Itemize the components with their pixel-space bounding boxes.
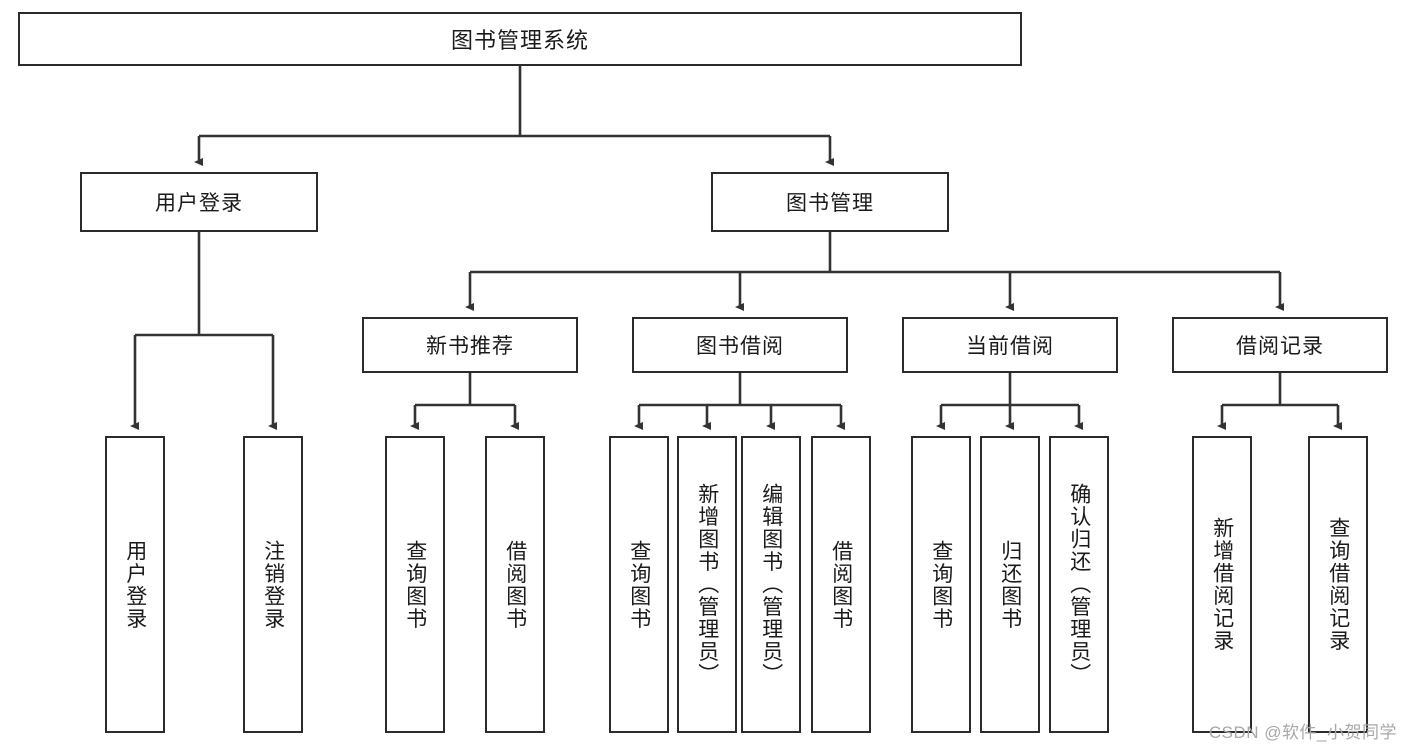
node-borrow-record-label: 借阅记录 bbox=[1236, 335, 1324, 358]
leaf-borrow-book-2-label: 借阅图书 bbox=[829, 539, 853, 630]
leaf-borrow-book-1[interactable]: 借阅图书 bbox=[485, 436, 545, 733]
leaf-query-book-3[interactable]: 查询图书 bbox=[911, 436, 971, 733]
leaf-return-book-label: 归还图书 bbox=[998, 539, 1022, 630]
leaf-add-book[interactable]: 新增图书（管理员） bbox=[677, 436, 737, 733]
leaf-query-record[interactable]: 查询借阅记录 bbox=[1308, 436, 1368, 733]
node-root-book-management-system[interactable]: 图书管理系统 bbox=[18, 12, 1022, 66]
leaf-query-book-3-label: 查询图书 bbox=[929, 539, 953, 630]
watermark-text: CSDN @软件_小贺同学 bbox=[1208, 723, 1397, 742]
leaf-add-record[interactable]: 新增借阅记录 bbox=[1192, 436, 1252, 733]
node-user-login-label: 用户登录 bbox=[155, 192, 243, 215]
node-book-management[interactable]: 图书管理 bbox=[711, 172, 949, 232]
leaf-query-book-1-label: 查询图书 bbox=[403, 539, 427, 630]
leaf-edit-book[interactable]: 编辑图书（管理员） bbox=[741, 436, 801, 733]
leaf-user-login-label: 用户登录 bbox=[123, 539, 147, 630]
leaf-add-book-label: 新增图书（管理员） bbox=[695, 483, 719, 686]
node-user-login[interactable]: 用户登录 bbox=[80, 172, 318, 232]
leaf-borrow-book-1-label: 借阅图书 bbox=[503, 539, 527, 630]
leaf-borrow-book-2[interactable]: 借阅图书 bbox=[811, 436, 871, 733]
node-new-book-recommend-label: 新书推荐 bbox=[426, 335, 514, 358]
node-root-label: 图书管理系统 bbox=[450, 28, 589, 53]
leaf-edit-book-label: 编辑图书（管理员） bbox=[759, 483, 783, 686]
leaf-query-book-2[interactable]: 查询图书 bbox=[609, 436, 669, 733]
leaf-add-record-label: 新增借阅记录 bbox=[1210, 517, 1234, 652]
node-borrow-record[interactable]: 借阅记录 bbox=[1172, 317, 1388, 373]
leaf-logout-login-label: 注销登录 bbox=[261, 539, 285, 630]
node-book-borrow-label: 图书借阅 bbox=[696, 335, 784, 358]
leaf-return-book[interactable]: 归还图书 bbox=[980, 436, 1040, 733]
node-new-book-recommend[interactable]: 新书推荐 bbox=[362, 317, 578, 373]
leaf-user-login[interactable]: 用户登录 bbox=[105, 436, 165, 733]
leaf-query-record-label: 查询借阅记录 bbox=[1326, 517, 1350, 652]
node-book-borrow[interactable]: 图书借阅 bbox=[632, 317, 848, 373]
leaf-confirm-return[interactable]: 确认归还（管理员） bbox=[1049, 436, 1109, 733]
node-current-borrow-label: 当前借阅 bbox=[966, 335, 1054, 358]
node-book-management-label: 图书管理 bbox=[786, 192, 874, 215]
leaf-logout-login[interactable]: 注销登录 bbox=[243, 436, 303, 733]
leaf-query-book-2-label: 查询图书 bbox=[627, 539, 651, 630]
leaf-query-book-1[interactable]: 查询图书 bbox=[385, 436, 445, 733]
leaf-confirm-return-label: 确认归还（管理员） bbox=[1067, 483, 1091, 686]
node-current-borrow[interactable]: 当前借阅 bbox=[902, 317, 1118, 373]
